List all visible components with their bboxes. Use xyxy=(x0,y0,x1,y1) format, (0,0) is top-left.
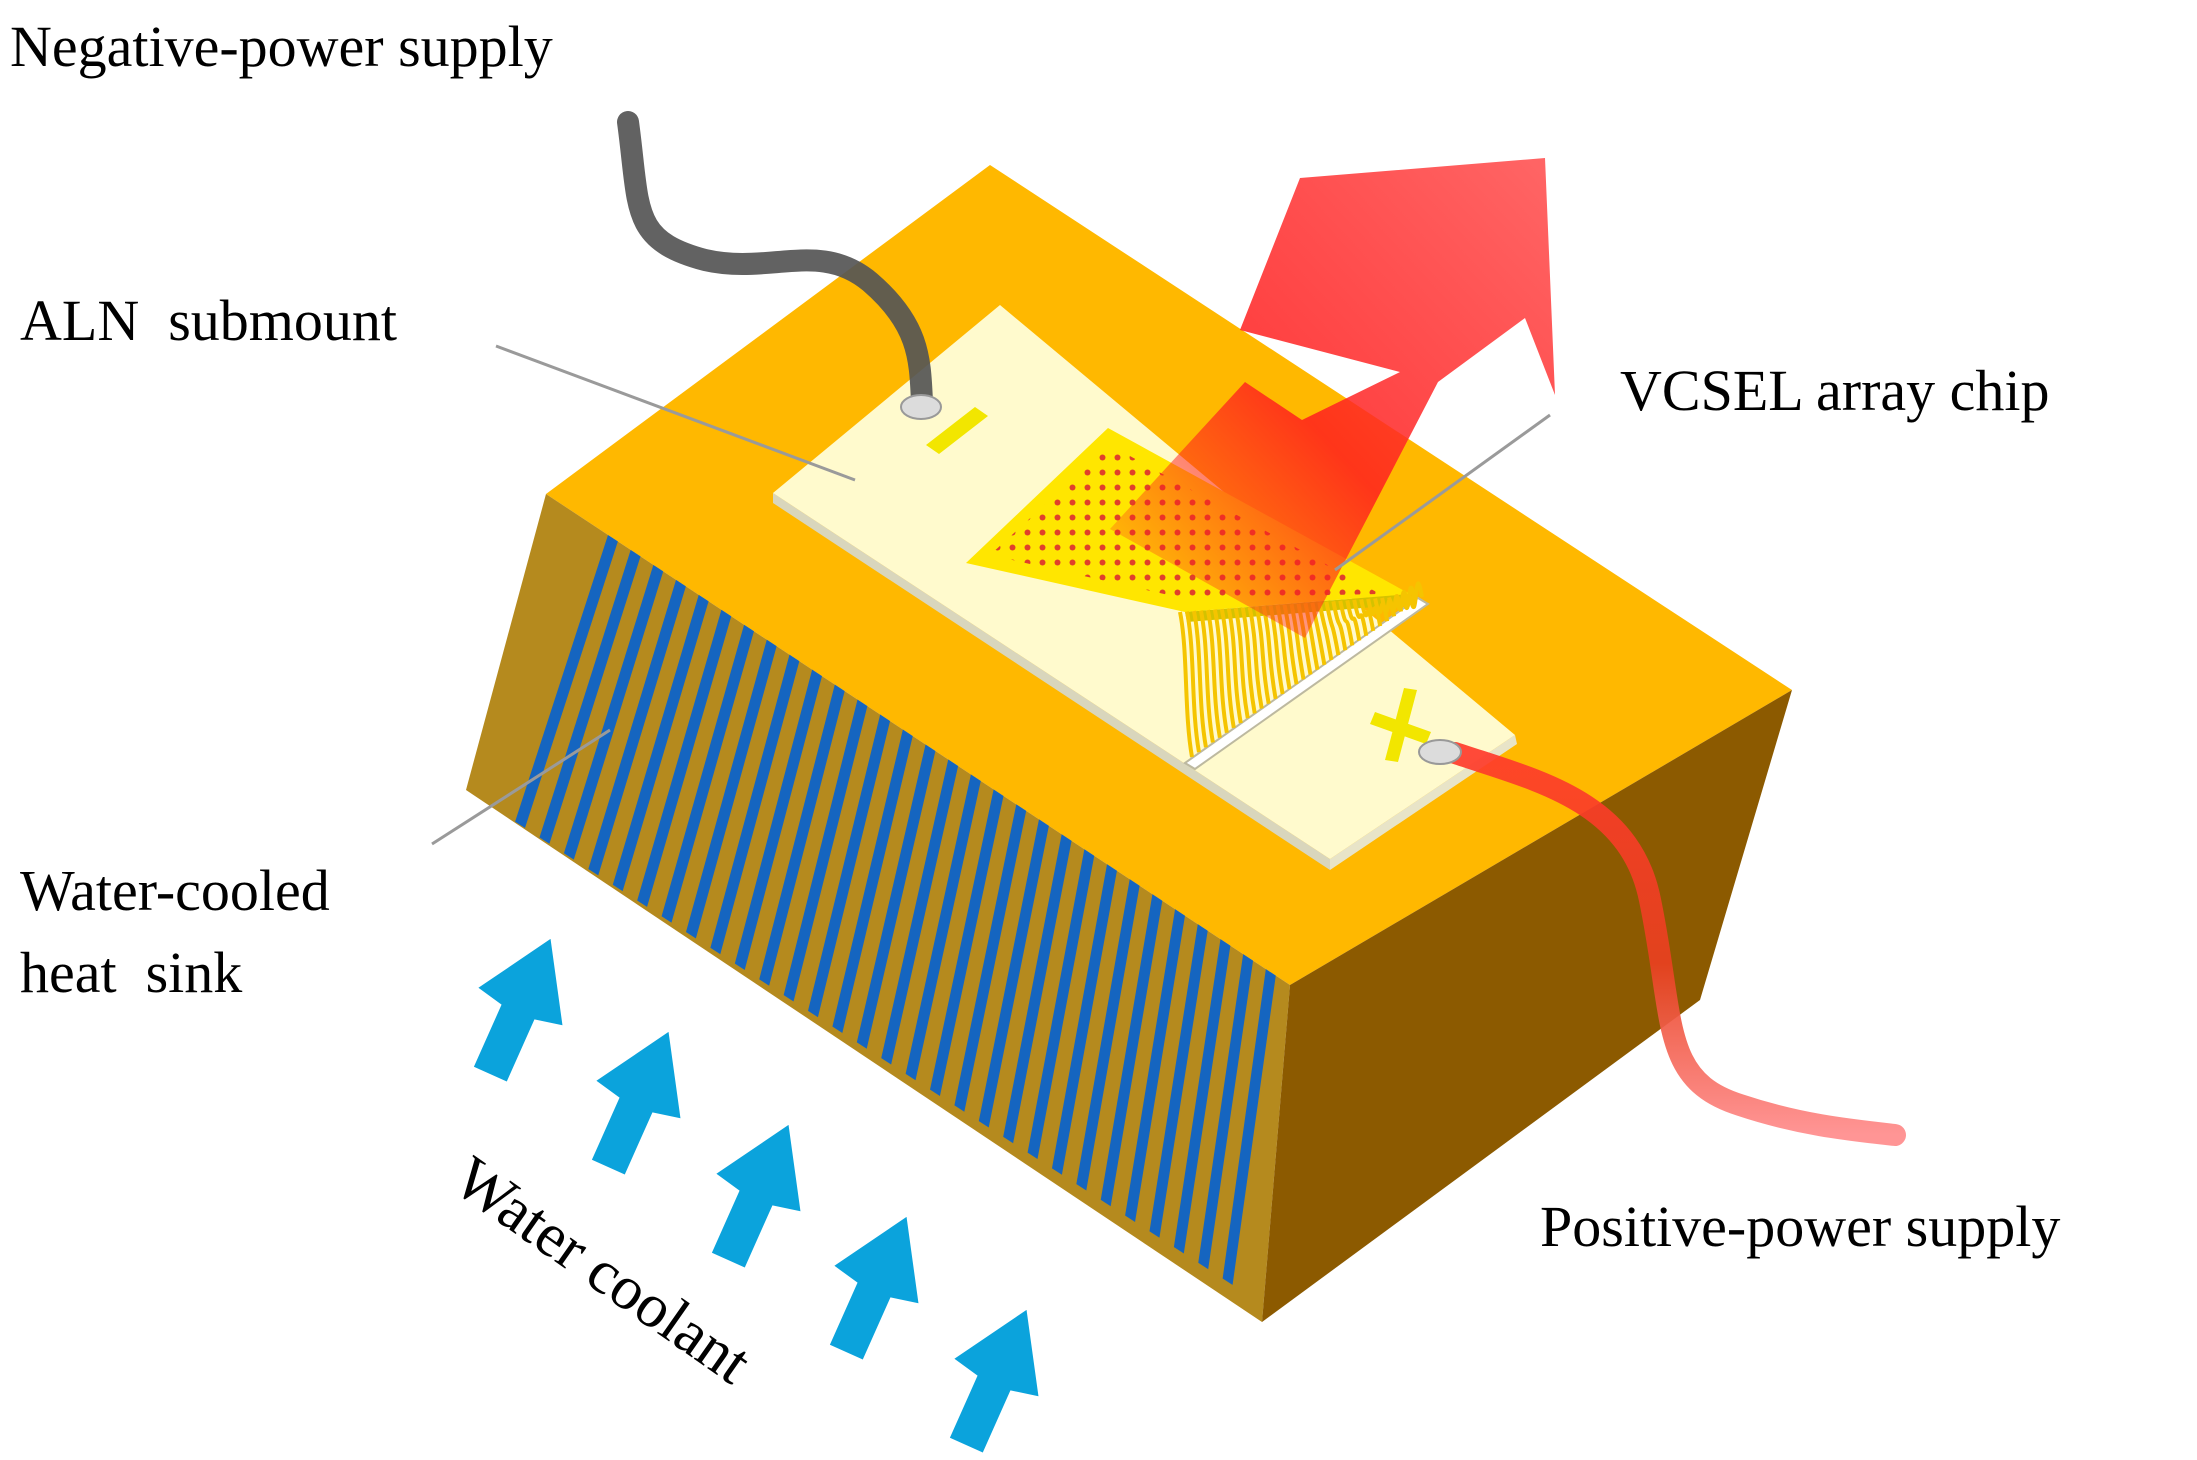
cooling-channel xyxy=(1002,833,1072,1146)
vcsel-chip-label: VCSEL array chip xyxy=(1620,358,2050,423)
cooling-channel xyxy=(563,564,664,860)
cooling-channel xyxy=(1197,953,1254,1274)
wire-bond xyxy=(1331,600,1348,651)
cooling-channel xyxy=(1051,863,1118,1178)
cooling-channel xyxy=(758,684,845,987)
positive-cable xyxy=(1418,739,1906,1146)
cooling-channel xyxy=(1148,923,1208,1242)
up-arrow-icon xyxy=(829,1216,919,1360)
wire-bond xyxy=(1185,611,1201,753)
cooling-channel xyxy=(1173,938,1231,1258)
cooling-channel xyxy=(636,609,732,908)
cooling-channel xyxy=(978,818,1050,1131)
cooling-channel xyxy=(1100,893,1163,1210)
cooling-channel xyxy=(734,669,823,972)
cooling-channel xyxy=(856,744,936,1051)
cooling-channel xyxy=(831,729,913,1035)
cooling-channel xyxy=(953,803,1027,1115)
wire-bond xyxy=(1359,599,1376,632)
wire-bond xyxy=(1324,601,1341,656)
negative-cable xyxy=(617,111,942,420)
wire-bond xyxy=(1366,598,1383,627)
cooling-channel xyxy=(710,654,800,956)
cooling-channel xyxy=(1026,848,1095,1162)
heat-sink-label-line1: Water-cooled xyxy=(20,858,330,923)
aln-submount-label: ALN submount xyxy=(20,288,397,353)
cooling-channel xyxy=(1075,878,1140,1194)
water-coolant-label: Water coolant xyxy=(442,1144,763,1397)
submount-front-edge xyxy=(773,493,1330,870)
cooling-channel xyxy=(807,714,891,1019)
aln-leader-line xyxy=(495,344,856,482)
wire-bond xyxy=(1178,611,1194,758)
wire-bond xyxy=(1247,606,1264,709)
vcsel-leader-line xyxy=(1334,413,1551,572)
cooling-channel xyxy=(661,624,755,924)
wire-bond xyxy=(1338,600,1355,646)
heat-sink-block xyxy=(466,165,1792,1322)
laser-beam-arrow-icon xyxy=(1110,158,1555,638)
cooling-channel xyxy=(539,549,641,844)
wire-bond xyxy=(1226,608,1243,724)
positive-terminal xyxy=(1418,739,1462,765)
cooling-channel xyxy=(880,758,959,1067)
up-arrow-icon xyxy=(473,938,563,1082)
wire-bond xyxy=(1408,581,1424,610)
wire-bonds xyxy=(1178,581,1424,758)
cooling-channels xyxy=(515,535,1276,1289)
submount-white-strip xyxy=(1183,596,1430,771)
cooling-channel xyxy=(1222,968,1276,1289)
wire-bond xyxy=(1317,601,1334,661)
cooling-channel xyxy=(612,594,709,892)
cooling-channel xyxy=(685,639,777,940)
up-arrow-icon xyxy=(949,1309,1039,1453)
heat-sink-right-face xyxy=(1262,690,1792,1322)
cooling-channel xyxy=(515,535,618,828)
wire-bond xyxy=(1191,610,1208,748)
wire-bond xyxy=(1240,607,1257,714)
cooling-channel xyxy=(783,699,868,1003)
wire-bond xyxy=(1233,607,1250,719)
wire-bond xyxy=(1345,599,1362,641)
cooling-channel xyxy=(588,579,687,876)
heat-sink-label-line2: heat sink xyxy=(20,940,242,1005)
coolant-arrows xyxy=(473,938,1039,1453)
wire-bond xyxy=(1205,609,1222,738)
wire-bond xyxy=(1352,599,1369,637)
cooling-channel xyxy=(905,773,982,1083)
negative-terminal xyxy=(900,394,942,420)
wire-bond xyxy=(1261,605,1278,700)
positive-supply-label: Positive-power supply xyxy=(1540,1194,2060,1259)
up-arrow-icon xyxy=(591,1031,681,1175)
wire-bond xyxy=(1212,609,1229,734)
cooling-channel xyxy=(1124,908,1186,1226)
negative-supply-label: Negative-power supply xyxy=(10,14,553,79)
plus-icon xyxy=(1370,688,1431,762)
wire-bond xyxy=(1254,606,1271,705)
wire-bond xyxy=(1198,610,1215,743)
wire-bond xyxy=(1219,608,1236,729)
heat-sink-leader-line xyxy=(431,728,611,846)
cooling-channel xyxy=(929,788,1004,1099)
up-arrow-icon xyxy=(711,1124,801,1268)
minus-icon xyxy=(926,407,988,454)
leader-lines xyxy=(431,344,1551,846)
